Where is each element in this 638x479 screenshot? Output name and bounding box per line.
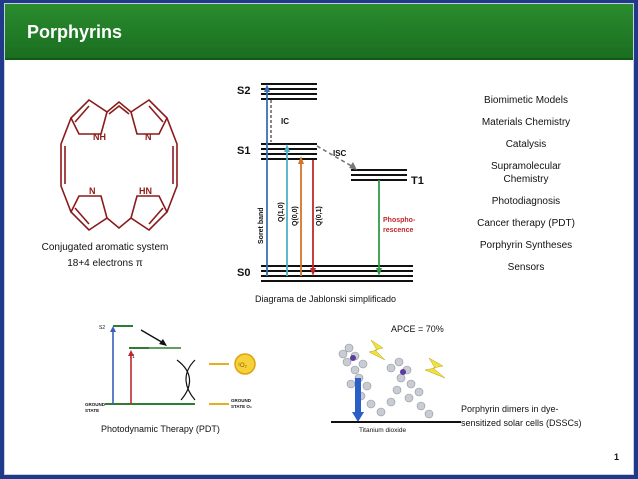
pdt-s1-label: T1 xyxy=(129,354,135,360)
title-bar: Porphyrins xyxy=(5,4,633,60)
n-label-2: N xyxy=(89,186,96,196)
isc-label: ISC xyxy=(333,149,347,158)
nh-label-1: NH xyxy=(93,132,106,142)
s2-label: S2 xyxy=(237,85,250,97)
phospho-label-1: Phospho- xyxy=(383,217,416,224)
q10-label: Q(1,0) xyxy=(278,202,285,222)
s0-label: S0 xyxy=(237,267,250,279)
list-item: Supramolecular Chemistry xyxy=(467,160,585,186)
pdt-caption: Photodynamic Therapy (PDT) xyxy=(101,424,220,434)
pdt-ground-label-1: GROUND xyxy=(85,402,106,407)
list-item: Photodiagnosis xyxy=(491,196,561,207)
singlet-oxygen-label: ¹O₂ xyxy=(238,363,248,369)
porphyrin-structure: NH N N HN xyxy=(60,98,178,232)
list-item-line: Supramolecular xyxy=(490,161,562,172)
slide: Porphyrins NH N N xyxy=(4,3,634,475)
jablonski-caption: Diagrama de Jablonski simplificado xyxy=(255,294,397,304)
dssc-caption-1: Porphyrin dimers in dye- xyxy=(461,404,559,414)
q01-label: Q(0,1) xyxy=(316,206,323,226)
electrons-label: 18+4 electrons π xyxy=(67,258,143,269)
list-item: Biomimetic Models xyxy=(484,95,568,106)
pdt-diagram: S2 T1 ¹O₂ GROUND STATE GROUND STATE O₂ xyxy=(85,325,256,413)
s1-label: S1 xyxy=(237,145,250,157)
apce-label: APCE = 70% xyxy=(391,324,444,334)
soret-band-label: Soret band xyxy=(258,207,265,244)
pdt-ground-o2-label-2: STATE O₂ xyxy=(231,404,252,409)
list-item: Catalysis xyxy=(505,139,547,150)
conjugated-system-label: Conjugated aromatic system xyxy=(41,242,169,253)
list-item: Sensors xyxy=(507,262,545,273)
dssc-illustration: APCE = 70% Titanium dioxide xyxy=(331,324,461,434)
phospho-label-2: rescence xyxy=(383,227,413,234)
list-item: Cancer therapy (PDT) xyxy=(477,218,575,229)
list-item-line: Chemistry xyxy=(503,174,549,185)
pdt-s2-label: S2 xyxy=(99,325,105,331)
n-label-1: N xyxy=(145,132,152,142)
list-item: Porphyrin Syntheses xyxy=(479,240,573,251)
jablonski-diagram: S2 S1 T1 S0 IC ISC Soret band Q(1,0) Q(0… xyxy=(237,83,424,282)
list-item: Materials Chemistry xyxy=(481,117,571,128)
page-number: 1 xyxy=(613,452,619,462)
titanium-dioxide-label: Titanium dioxide xyxy=(359,427,406,434)
slide-title: Porphyrins xyxy=(27,22,123,42)
q00-label: Q(0,0) xyxy=(292,206,299,226)
dssc-caption-2: sensitized solar cells (DSSCs) xyxy=(461,418,582,428)
singlet-oxygen-icon xyxy=(234,353,256,375)
hn-label: HN xyxy=(139,186,152,196)
t1-label: T1 xyxy=(411,175,424,187)
pdt-ground-o2-label-1: GROUND xyxy=(231,398,252,403)
ic-label: IC xyxy=(281,117,289,126)
pdt-ground-label-2: STATE xyxy=(85,408,99,413)
applications-list: Biomimetic Models Materials Chemistry Ca… xyxy=(467,94,585,283)
